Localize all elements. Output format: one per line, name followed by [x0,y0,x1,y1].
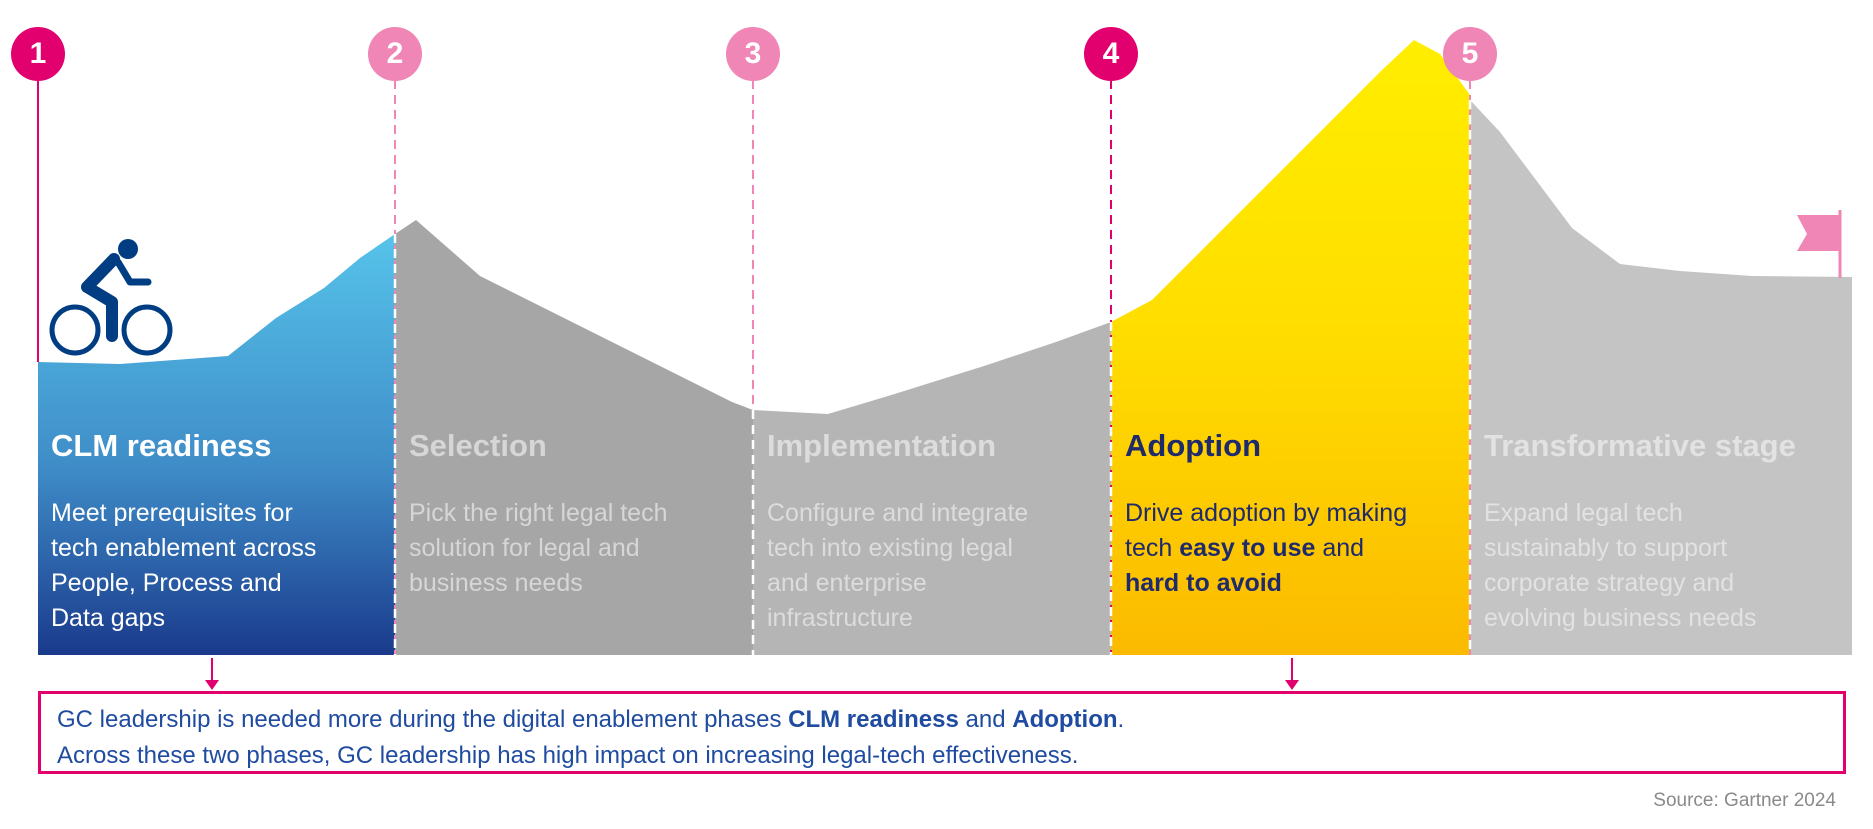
desc-line: corporate strategy and [1484,569,1735,597]
phase-adoption: Adoption Drive adoption by making tech e… [1125,420,1465,601]
phase-implementation: Implementation Configure and integrate t… [767,420,1107,636]
desc-line: and enterprise [767,569,927,597]
desc-text: tech [1125,534,1180,562]
desc-line: People, Process and [51,569,282,597]
phase-title: Transformative stage [1484,428,1796,463]
phase-clm-readiness: CLM readiness Meet prerequisites for tec… [51,420,391,636]
desc-line: Drive adoption by making [1125,499,1408,527]
step-marker-3: 3 [726,27,780,81]
desc-line: tech easy to use and [1125,531,1465,566]
phase-description: Configure and integrate tech into existi… [767,496,1107,636]
desc-line: solution for legal and [409,534,640,562]
note-text: GC leadership is needed more during the … [57,706,789,733]
note-text: . [1117,706,1125,733]
desc-line: business needs [409,569,583,597]
desc-line: sustainably to support [1484,534,1728,562]
desc-line: Configure and integrate [767,499,1029,527]
desc-line: Meet prerequisites for [51,499,293,527]
phase-1-terrain [38,234,395,655]
bicycle-icon [49,239,173,356]
step-marker-2: 2 [368,27,422,81]
phase-4-terrain [1111,40,1470,655]
desc-line: hard to avoid [1125,566,1465,601]
phase-title: Implementation [767,428,997,463]
phase-title: Selection [409,428,547,463]
note-line-2: Across these two phases, GC leadership h… [57,742,1079,769]
desc-emphasis: hard to avoid [1125,569,1282,597]
key-insight-box: GC leadership is needed more during the … [38,691,1846,774]
step-marker-4: 4 [1084,27,1138,81]
step-marker-5: 5 [1443,27,1497,81]
note-text: and [958,706,1013,733]
desc-line: Expand legal tech [1484,499,1683,527]
desc-line: tech enablement across [51,534,317,562]
phase-description: Pick the right legal tech solution for l… [409,496,749,601]
note-emphasis: Adoption [1012,706,1118,733]
desc-line: Pick the right legal tech [409,499,668,527]
desc-text: and [1315,534,1365,562]
desc-line: tech into existing legal [767,534,1013,562]
phase-description: Expand legal tech sustainably to support… [1484,496,1854,636]
source-caption: Source: Gartner 2024 [1653,790,1836,811]
phase-selection: Selection Pick the right legal tech solu… [409,420,749,601]
desc-line: evolving business needs [1484,604,1757,632]
phase-2-terrain [395,220,753,655]
phase-description: Meet prerequisites for tech enablement a… [51,496,391,636]
step-marker-1: 1 [11,27,65,81]
finish-flag-icon [1797,210,1842,278]
desc-line: Data gaps [51,604,165,632]
note-emphasis: CLM readiness [788,706,959,733]
note-line-1: GC leadership is needed more during the … [57,702,1827,738]
phase-transformative-stage: Transformative stage Expand legal tech s… [1484,420,1854,636]
arrow-down-icon [205,658,219,690]
desc-emphasis: easy to use [1179,534,1316,562]
desc-line: infrastructure [767,604,913,632]
phase-description: Drive adoption by making tech easy to us… [1125,496,1465,601]
phase-title: Adoption [1125,428,1262,463]
phase-title: CLM readiness [51,428,272,463]
phase-5-terrain [1470,100,1852,655]
arrow-down-icon [1285,658,1299,690]
phase-3-terrain [753,322,1111,655]
